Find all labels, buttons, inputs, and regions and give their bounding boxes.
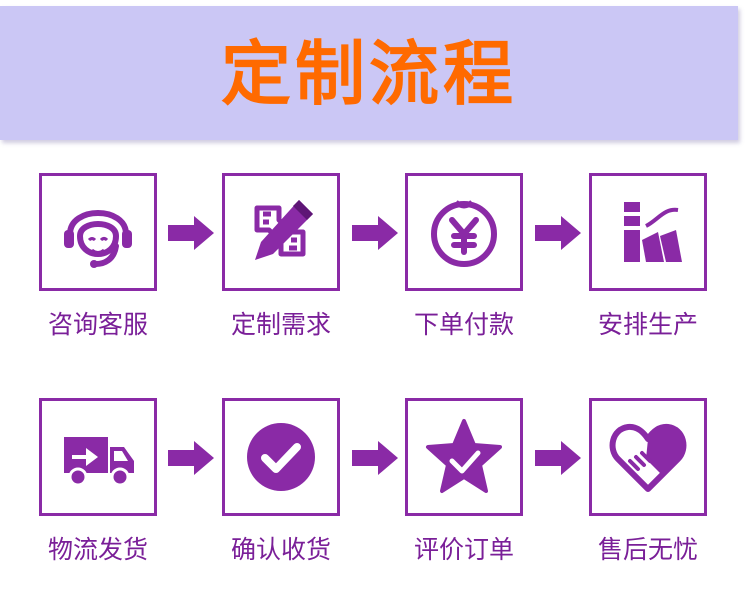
step-label-consult: 咨询客服: [47, 310, 148, 339]
step-card-confirm: [222, 398, 340, 516]
step-card-review: [405, 398, 523, 516]
production-icon: [624, 202, 682, 262]
step-card-requirements: [222, 173, 340, 291]
arrow-right-icon: [352, 441, 398, 475]
arrow-right-icon: [168, 216, 214, 250]
page-title: 定制流程: [221, 33, 517, 115]
step-label-review: 评价订单: [413, 535, 514, 564]
delivery-truck-icon: [64, 437, 134, 487]
pencil-ruler-icon: [254, 200, 313, 260]
step-label-shipping: 物流发货: [47, 535, 148, 564]
step-label-after-sales: 售后无忧: [597, 535, 698, 564]
arrow-right-icon: [168, 441, 214, 475]
arrow-right-icon: [535, 441, 581, 475]
step-label-confirm: 确认收货: [230, 535, 331, 564]
step-label-production: 安排生产: [597, 310, 698, 339]
step-card-after-sales: [589, 398, 707, 516]
check-circle-icon: [247, 423, 315, 491]
star-check-icon: [426, 419, 502, 493]
step-label-payment: 下单付款: [413, 310, 514, 339]
step-card-production: [589, 173, 707, 291]
yen-coin-icon: [431, 200, 497, 267]
step-label-requirements: 定制需求: [230, 310, 331, 339]
arrow-right-icon: [535, 216, 581, 250]
step-card-payment: [405, 173, 523, 291]
arrow-right-icon: [352, 216, 398, 250]
title-banner: 定制流程: [0, 6, 738, 140]
customer-service-icon: [64, 210, 132, 268]
step-card-shipping: [39, 398, 157, 516]
handshake-heart-icon: [609, 423, 687, 492]
step-card-consult: [39, 173, 157, 291]
